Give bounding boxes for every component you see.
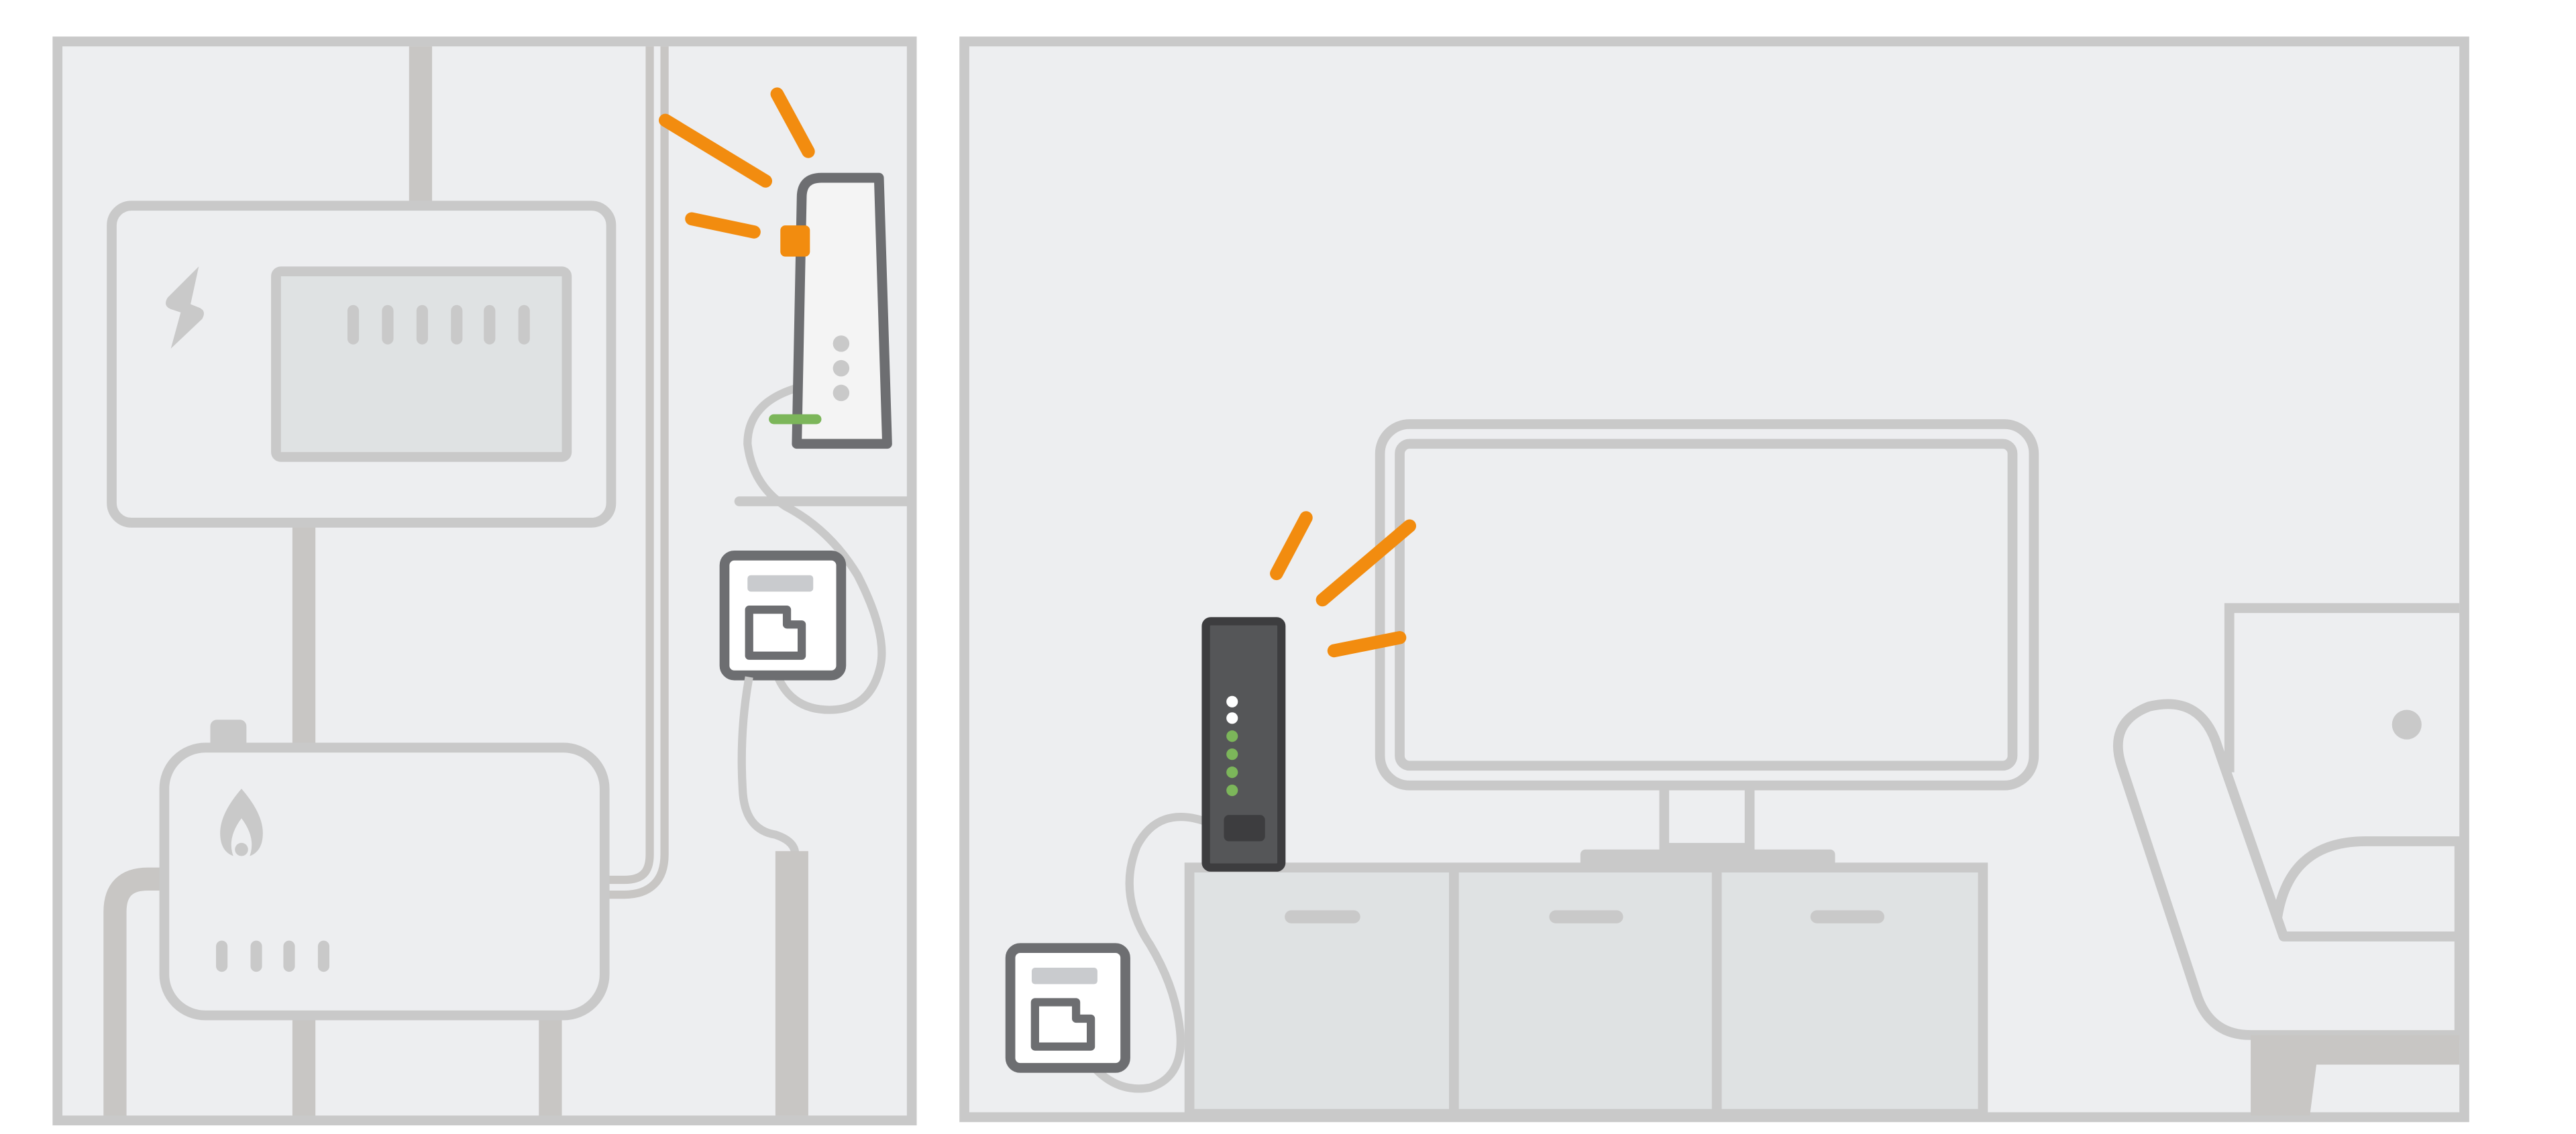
signal-lines <box>659 87 815 239</box>
lightning-bolt-icon <box>166 266 204 349</box>
signal-lines <box>1270 511 1417 658</box>
electric-meter-box <box>107 201 616 528</box>
router-power-light <box>780 225 810 257</box>
phone-socket-icon <box>719 551 847 681</box>
cable-conduit <box>775 851 808 1116</box>
living-room-scene <box>959 36 2469 1123</box>
door-knob <box>2392 710 2422 740</box>
utility-room-scene <box>52 36 917 1126</box>
pipe-highlight <box>604 46 661 891</box>
router-icon <box>769 172 892 449</box>
wall-cable <box>737 676 800 855</box>
door <box>2224 603 2460 773</box>
television-icon <box>1375 419 2039 870</box>
router-icon <box>1201 617 1286 872</box>
flame-icon <box>220 789 263 856</box>
router-cable <box>743 384 886 714</box>
phone-socket-icon <box>1005 943 1130 1073</box>
armchair-icon <box>2113 699 2465 1116</box>
boiler <box>159 720 610 1021</box>
tv-cabinet <box>1184 862 1988 1119</box>
router-cable <box>1084 813 1208 1093</box>
